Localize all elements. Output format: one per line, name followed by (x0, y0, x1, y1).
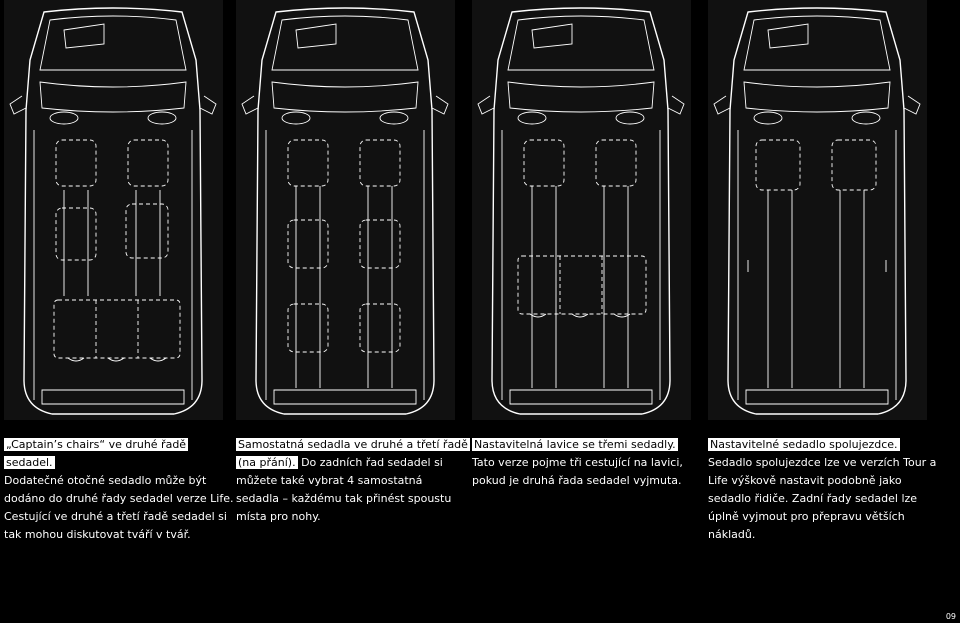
van-layout-passenger-seat (708, 0, 927, 420)
caption-body: Sedadlo spolujezdce lze ve verzích Tour … (708, 456, 937, 541)
caption-passenger-seat: Nastavitelné sedadlo spolujezdce. Sedadl… (708, 436, 940, 544)
van-layout-bench-seat (472, 0, 691, 420)
page-number: 09 (945, 612, 956, 621)
van-outline-diagram (241, 7, 449, 415)
caption-body: Do zadních řad sedadel si můžete také vy… (236, 456, 452, 523)
caption-title: Nastavitelná lavice se třemi sedadly. (472, 438, 678, 451)
caption-individual-seats: Samostatná sedadla ve druhé a třetí řadě… (236, 436, 470, 526)
van-layout-individual-seats (236, 0, 455, 420)
caption-captains-chairs: „Captain’s chairs“ ve druhé řadě sedadel… (4, 436, 236, 544)
van-layout-captains-chairs (4, 0, 223, 420)
caption-bench-seat: Nastavitelná lavice se třemi sedadly. Ta… (472, 436, 704, 490)
van-outline-diagram (713, 7, 921, 415)
caption-body: Dodatečné otočné sedadlo může být dodáno… (4, 474, 234, 541)
caption-title: „Captain’s chairs“ ve druhé řadě sedadel… (4, 438, 189, 469)
van-outline-diagram (477, 7, 685, 415)
caption-title: Nastavitelné sedadlo spolujezdce. (708, 438, 900, 451)
caption-body: Tato verze pojme tři cestující na lavici… (472, 456, 683, 487)
van-outline-diagram (9, 7, 217, 415)
